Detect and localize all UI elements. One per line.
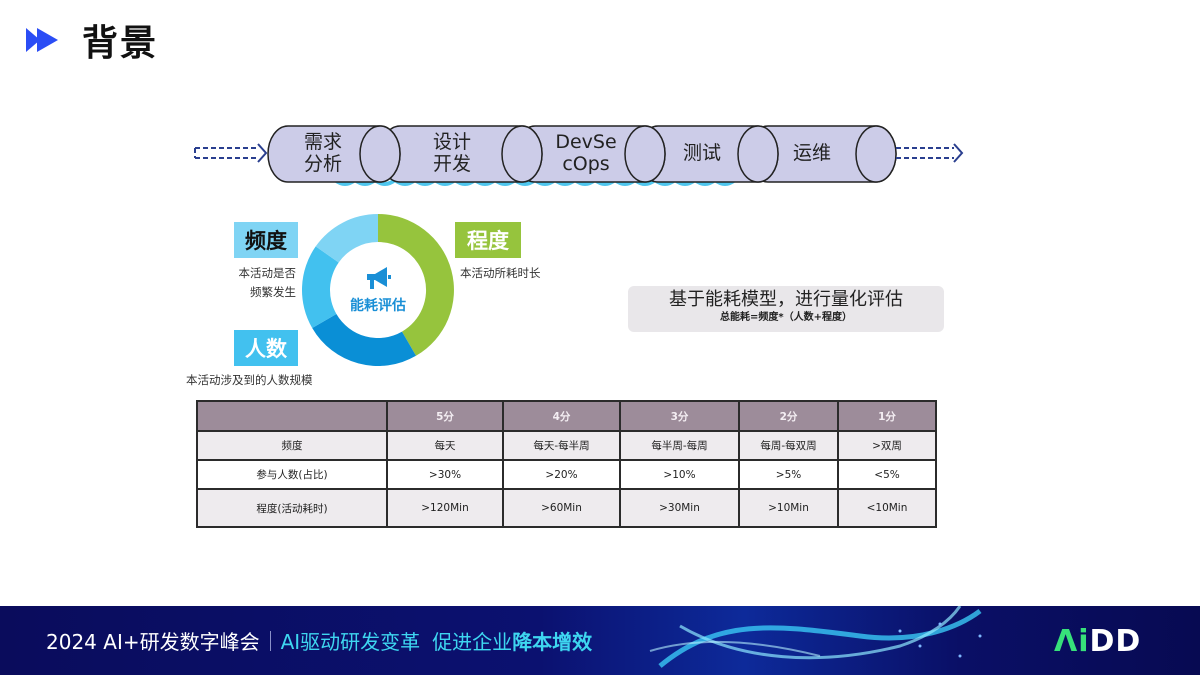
stage-label-ops: 运维 [792,142,831,164]
model-formula: 总能耗=频度*（人数+程度） [720,312,852,323]
table-cell: 每天 [386,430,504,461]
double-play-arrow-icon [26,28,58,52]
factor-tag-people: 人数 [234,330,298,366]
light-swirl-decoration [649,606,982,668]
stage-label-design-dev: 设计 开发 [432,131,471,175]
energy-donut-chart: 能耗评估 [300,212,456,368]
table-cell: 每半周-每周 [619,430,740,461]
cylinder-design-dev [379,125,543,183]
table-cell: >10Min [738,488,839,528]
table-cell: 参与人数(占比) [196,459,388,490]
model-summary-box: 基于能耗模型，进行量化评估 总能耗=频度*（人数+程度） [628,286,944,332]
footer-divider [269,630,271,651]
table-header-cell: 2分 [738,400,839,432]
left-dashed-arrow-icon [194,143,268,163]
score-table: 5分 4分 3分 2分 1分 频度 每天 每天-每半周 每半周-每周 每周-每双… [196,400,937,528]
table-cell: >120Min [386,488,504,528]
devops-pipeline-diagram: 需求 分析 设计 开发 DevSe cOps 测试 运维 [190,118,980,198]
table-cell: <5% [837,459,937,490]
stage-label-test: 测试 [682,142,721,164]
page-title: 背景 [82,23,159,64]
table-cell: 程度(活动耗时) [196,488,388,528]
conference-name: 2024 AI+研发数字峰会 [46,630,260,654]
cylinder-devsecops [514,125,666,183]
pipeline-cylinders [194,125,964,186]
table-cell: >10% [619,459,740,490]
cylinder-requirements [267,125,401,183]
table-cell: <10Min [837,488,937,528]
donut-center: 能耗评估 [300,212,456,368]
table-cell: >双周 [837,430,937,461]
table-cell: >30% [386,459,504,490]
table-cell: >5% [738,459,839,490]
stage-label-requirements: 需求 分析 [303,131,342,175]
table-header-cell [196,400,388,432]
footer-text: 2024 AI+研发数字峰会 AI驱动研发变革 促进企业 降本增效 [46,626,592,655]
table-cell: >30Min [619,488,740,528]
conference-footer-banner: 2024 AI+研发数字峰会 AI驱动研发变革 促进企业 降本增效 Λi DD [0,606,1200,675]
table-row: 程度(活动耗时) >120Min >60Min >30Min >10Min <1… [196,488,937,528]
table-cell: 每天-每半周 [502,430,621,461]
aidd-logo: Λi DD [1054,623,1142,659]
model-title: 基于能耗模型，进行量化评估 [669,289,903,310]
table-header-cell: 3分 [619,400,740,432]
table-row: 参与人数(占比) >30% >20% >10% >5% <5% [196,459,937,490]
logo-mark: Λi [1054,623,1090,659]
footer-slogan-c: 降本增效 [512,630,593,654]
table-cell: 频度 [196,430,388,461]
megaphone-icon [367,267,391,289]
table-header-cell: 4分 [502,400,621,432]
factor-tag-frequency: 频度 [234,222,298,258]
table-cell: >60Min [502,488,621,528]
table-header-cell: 5分 [386,400,504,432]
table-cell: >20% [502,459,621,490]
factor-desc-frequency: 本活动是否 频繁发生 [238,266,297,299]
factor-desc-degree: 本活动所耗时长 [460,266,541,280]
right-dashed-arrow-icon [896,143,964,163]
table-row: 频度 每天 每天-每半周 每半周-每周 每周-每双周 >双周 [196,430,937,461]
logo-text: DD [1089,623,1142,659]
cylinder-ops [747,125,897,183]
slide-title-bar: 背景 [26,16,158,64]
donut-center-label: 能耗评估 [350,298,406,314]
table-header-row: 5分 4分 3分 2分 1分 [196,400,937,432]
stage-label-devsecops: DevSe cOps [555,131,617,175]
table-header-cell: 1分 [837,400,937,432]
table-cell: 每周-每双周 [738,430,839,461]
factor-tag-degree: 程度 [455,222,521,258]
donut-ring [301,213,454,366]
footer-slogan-b: 促进企业 [432,630,513,654]
footer-slogan-a: AI驱动研发变革 [280,630,421,654]
factor-desc-people: 本活动涉及到的人数规模 [186,373,313,387]
